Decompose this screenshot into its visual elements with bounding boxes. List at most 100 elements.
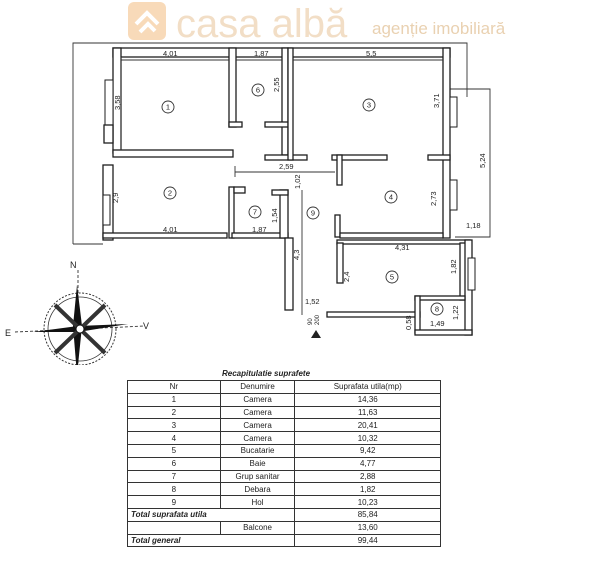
table-cell: 7 xyxy=(127,469,221,484)
table-title: Recapitulatie suprafete xyxy=(222,369,311,378)
svg-text:5: 5 xyxy=(390,273,394,282)
table-cell: 9,42 xyxy=(294,443,441,458)
svg-text:2,59: 2,59 xyxy=(279,162,294,171)
header-nr: Nr xyxy=(127,380,221,394)
svg-text:1,18: 1,18 xyxy=(466,221,481,230)
floor-plan: casa albă agenție imobiliară 1 2 3 4 5 6… xyxy=(5,2,506,365)
svg-text:4,31: 4,31 xyxy=(395,243,410,252)
table-cell: Camera xyxy=(219,431,296,445)
watermark-brand: casa albă xyxy=(176,2,348,46)
dimension-labels: 4,01 1,87 5,5 3,58 2,55 3,71 5,24 2,59 1… xyxy=(111,49,487,338)
svg-text:1,54: 1,54 xyxy=(270,208,279,223)
table-cell: 10,23 xyxy=(294,495,441,509)
table-cell: Hol xyxy=(219,495,296,509)
table-cell: 10,32 xyxy=(294,431,441,445)
header-denumire: Denumire xyxy=(219,380,296,394)
table-cell: 14,36 xyxy=(294,392,441,407)
total-utila-value: 85,84 xyxy=(294,507,441,522)
header-suprafata: Suprafata utila(mp) xyxy=(294,380,441,394)
room-3: 3 xyxy=(362,98,376,112)
table-cell xyxy=(127,520,221,535)
svg-text:3,71: 3,71 xyxy=(432,93,441,108)
room-6: 6 xyxy=(251,83,265,97)
room-7: 7 xyxy=(248,205,262,219)
table-cell: 3 xyxy=(127,418,221,433)
svg-text:2,55: 2,55 xyxy=(272,77,281,92)
table-cell: Camera xyxy=(219,405,296,420)
svg-text:4,01: 4,01 xyxy=(163,225,178,234)
room-1: 1 xyxy=(161,100,175,114)
walls xyxy=(102,47,476,336)
compass-north: N xyxy=(70,260,77,270)
svg-text:4,01: 4,01 xyxy=(163,49,178,58)
room-9: 9 xyxy=(306,206,320,220)
room-2: 2 xyxy=(163,186,177,200)
table-cell: Bucatarie xyxy=(219,443,296,458)
svg-text:90: 90 xyxy=(308,318,314,325)
entrance-arrow-icon xyxy=(311,330,321,338)
svg-text:1,02: 1,02 xyxy=(293,174,302,189)
compass-east: E xyxy=(5,328,11,338)
table-cell: 9 xyxy=(127,495,221,509)
svg-text:5,5: 5,5 xyxy=(366,49,376,58)
table-cell: 11,63 xyxy=(294,405,441,420)
table-cell: 2 xyxy=(127,405,221,420)
svg-text:8: 8 xyxy=(435,305,439,314)
total-general-label: Total general xyxy=(126,533,296,548)
balcon-value: 13,60 xyxy=(294,520,441,535)
table-cell: 4,77 xyxy=(294,456,441,471)
table-cell: Grup sanitar xyxy=(219,469,296,484)
room-4: 4 xyxy=(384,190,398,204)
svg-text:3: 3 xyxy=(367,101,371,110)
table-cell: 6 xyxy=(127,456,221,471)
table-cell: 1,82 xyxy=(294,482,441,497)
svg-text:6: 6 xyxy=(256,86,260,95)
svg-text:3,58: 3,58 xyxy=(113,95,122,110)
room-5: 5 xyxy=(385,270,399,284)
svg-text:2,4: 2,4 xyxy=(342,272,351,282)
total-utila-label: Total suprafata utila xyxy=(126,507,296,522)
balcon-label: Balcone xyxy=(219,520,296,535)
table-cell: Camera xyxy=(219,418,296,433)
svg-text:1,82: 1,82 xyxy=(449,259,458,274)
room-labels: 1 2 3 4 5 6 7 8 9 xyxy=(161,83,444,316)
table-cell: Baie xyxy=(219,456,296,471)
table-cell: 4 xyxy=(127,431,221,445)
svg-text:1,87: 1,87 xyxy=(252,225,267,234)
room-8: 8 xyxy=(430,302,444,316)
svg-text:1,49: 1,49 xyxy=(430,319,445,328)
table-cell: 20,41 xyxy=(294,418,441,433)
total-general-value: 99,44 xyxy=(294,533,441,548)
svg-text:1,52: 1,52 xyxy=(305,297,320,306)
table-cell: 1 xyxy=(127,392,221,407)
svg-text:1: 1 xyxy=(166,103,170,112)
svg-text:200: 200 xyxy=(315,314,321,325)
svg-text:2: 2 xyxy=(168,189,172,198)
table-cell: Camera xyxy=(219,392,296,407)
table-cell: 5 xyxy=(127,443,221,458)
svg-text:2,9: 2,9 xyxy=(111,193,120,203)
watermark: casa albă agenție imobiliară xyxy=(128,2,506,46)
compass-rose: N E V xyxy=(5,260,149,365)
compass-west: V xyxy=(143,321,149,331)
watermark-subtitle: agenție imobiliară xyxy=(372,19,506,38)
svg-text:7: 7 xyxy=(253,208,257,217)
table-cell: 2,88 xyxy=(294,469,441,484)
table-cell: Debara xyxy=(219,482,296,497)
svg-text:1,22: 1,22 xyxy=(451,305,460,320)
svg-text:4,3: 4,3 xyxy=(292,250,301,260)
svg-text:4: 4 xyxy=(389,193,393,202)
svg-text:9: 9 xyxy=(311,209,315,218)
